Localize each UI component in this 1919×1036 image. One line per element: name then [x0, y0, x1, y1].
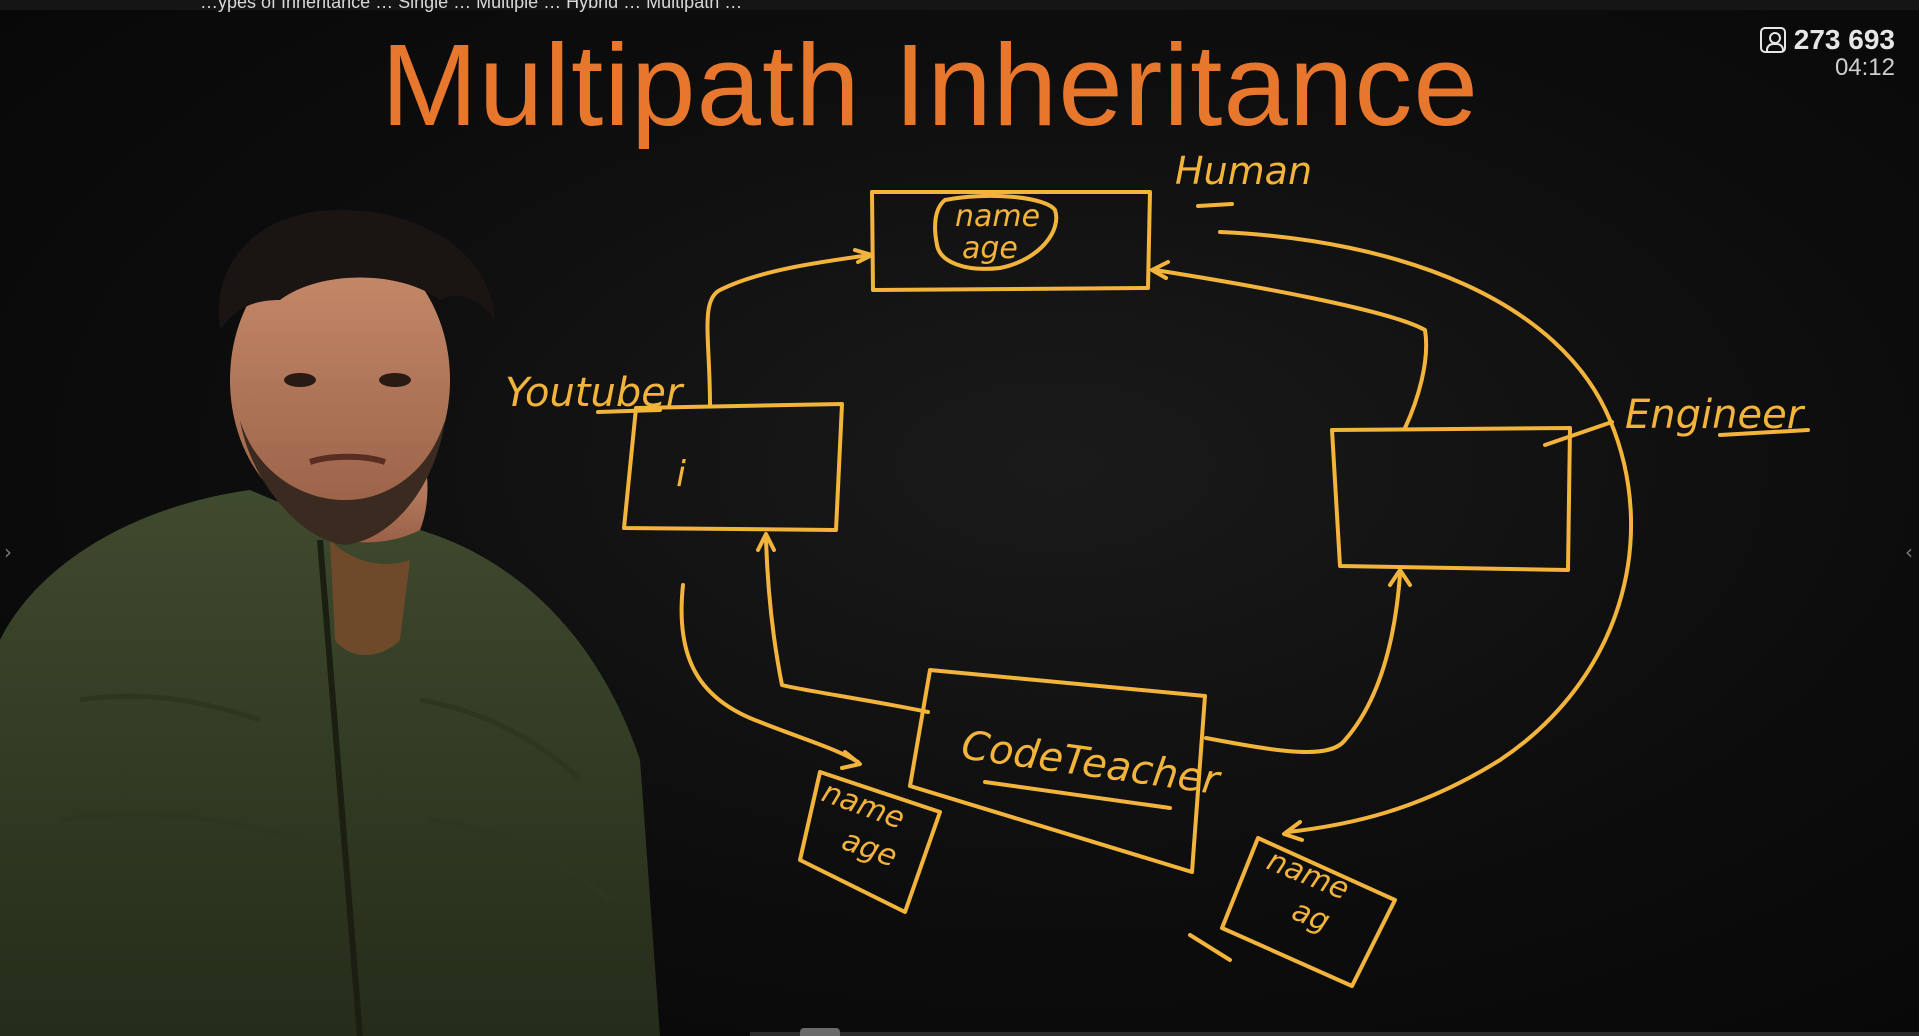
human-field-name: name — [955, 199, 1040, 234]
arrow-youtuber-leftcopy — [679, 583, 860, 764]
arrow-engineer-human — [1153, 268, 1429, 430]
human-box — [870, 190, 1152, 292]
live-stats: 273 693 04:12 — [1759, 24, 1895, 82]
youtuber-mark: i — [676, 454, 686, 495]
engineer-underline — [1718, 428, 1810, 437]
youtuber-underline — [596, 408, 662, 414]
engineer-box — [1330, 426, 1572, 572]
arrowhead-human-rightcopy — [1282, 820, 1304, 842]
jacket-folds — [59, 693, 612, 902]
human-tick — [1196, 202, 1234, 208]
arrowhead-codeteacher-engineer — [1388, 568, 1412, 587]
right-copy-stroke — [1188, 933, 1232, 962]
progress-handle[interactable] — [800, 1028, 840, 1036]
elapsed-time: 04:12 — [1834, 54, 1895, 81]
codeteacher-underline — [983, 780, 1172, 810]
codeteacher-box — [908, 668, 1207, 874]
arrow-youtuber-human — [705, 253, 872, 407]
right-nav-arrow-icon[interactable]: ‹ — [1905, 540, 1913, 564]
presenter-eye-left — [284, 373, 316, 387]
presenter-beard — [240, 420, 445, 545]
viewer-count-row: 273 693 — [1759, 24, 1895, 56]
human-field-age: age — [962, 231, 1018, 266]
arrowhead-engineer-human — [1150, 260, 1170, 280]
presenter-hair — [218, 210, 496, 330]
arrow-codeteacher-engineer — [1204, 573, 1402, 754]
engineer-connector — [1543, 420, 1614, 447]
arrowhead-youtuber-leftcopy — [840, 750, 862, 770]
presenter-sweater — [330, 540, 410, 655]
codeteacher-label: CodeTeacher — [959, 722, 1225, 804]
human-bubble — [933, 193, 1059, 271]
slide-title: Multipath Inheritance — [381, 20, 1479, 150]
presenter-jacket — [0, 490, 660, 1036]
left-nav-arrow-icon[interactable]: › — [4, 540, 12, 564]
top-caption: …ypes of Inheritance … Single … Multiple… — [200, 0, 743, 12]
people-icon — [1759, 27, 1786, 53]
progress-track[interactable] — [750, 1032, 1919, 1036]
right-copy-box — [1220, 836, 1397, 988]
left-copy-box — [798, 770, 942, 914]
caption-strip: …ypes of Inheritance … Single … Multiple… — [0, 0, 1919, 12]
presenter-face — [230, 240, 450, 520]
youtuber-box — [622, 402, 844, 532]
arrowhead-codeteacher-youtuber — [756, 532, 776, 552]
presenter-mouth — [309, 453, 386, 465]
arrowhead-youtuber-human — [853, 248, 874, 264]
jacket-zipper — [317, 539, 363, 1036]
human-label: Human — [1175, 149, 1312, 193]
presenter-eye-right — [379, 373, 411, 387]
arrow-human-rightcopy — [1218, 230, 1634, 834]
arrow-codeteacher-youtuber — [764, 538, 930, 714]
viewer-count: 273 693 — [1793, 24, 1895, 55]
presenter-image — [0, 210, 660, 1036]
